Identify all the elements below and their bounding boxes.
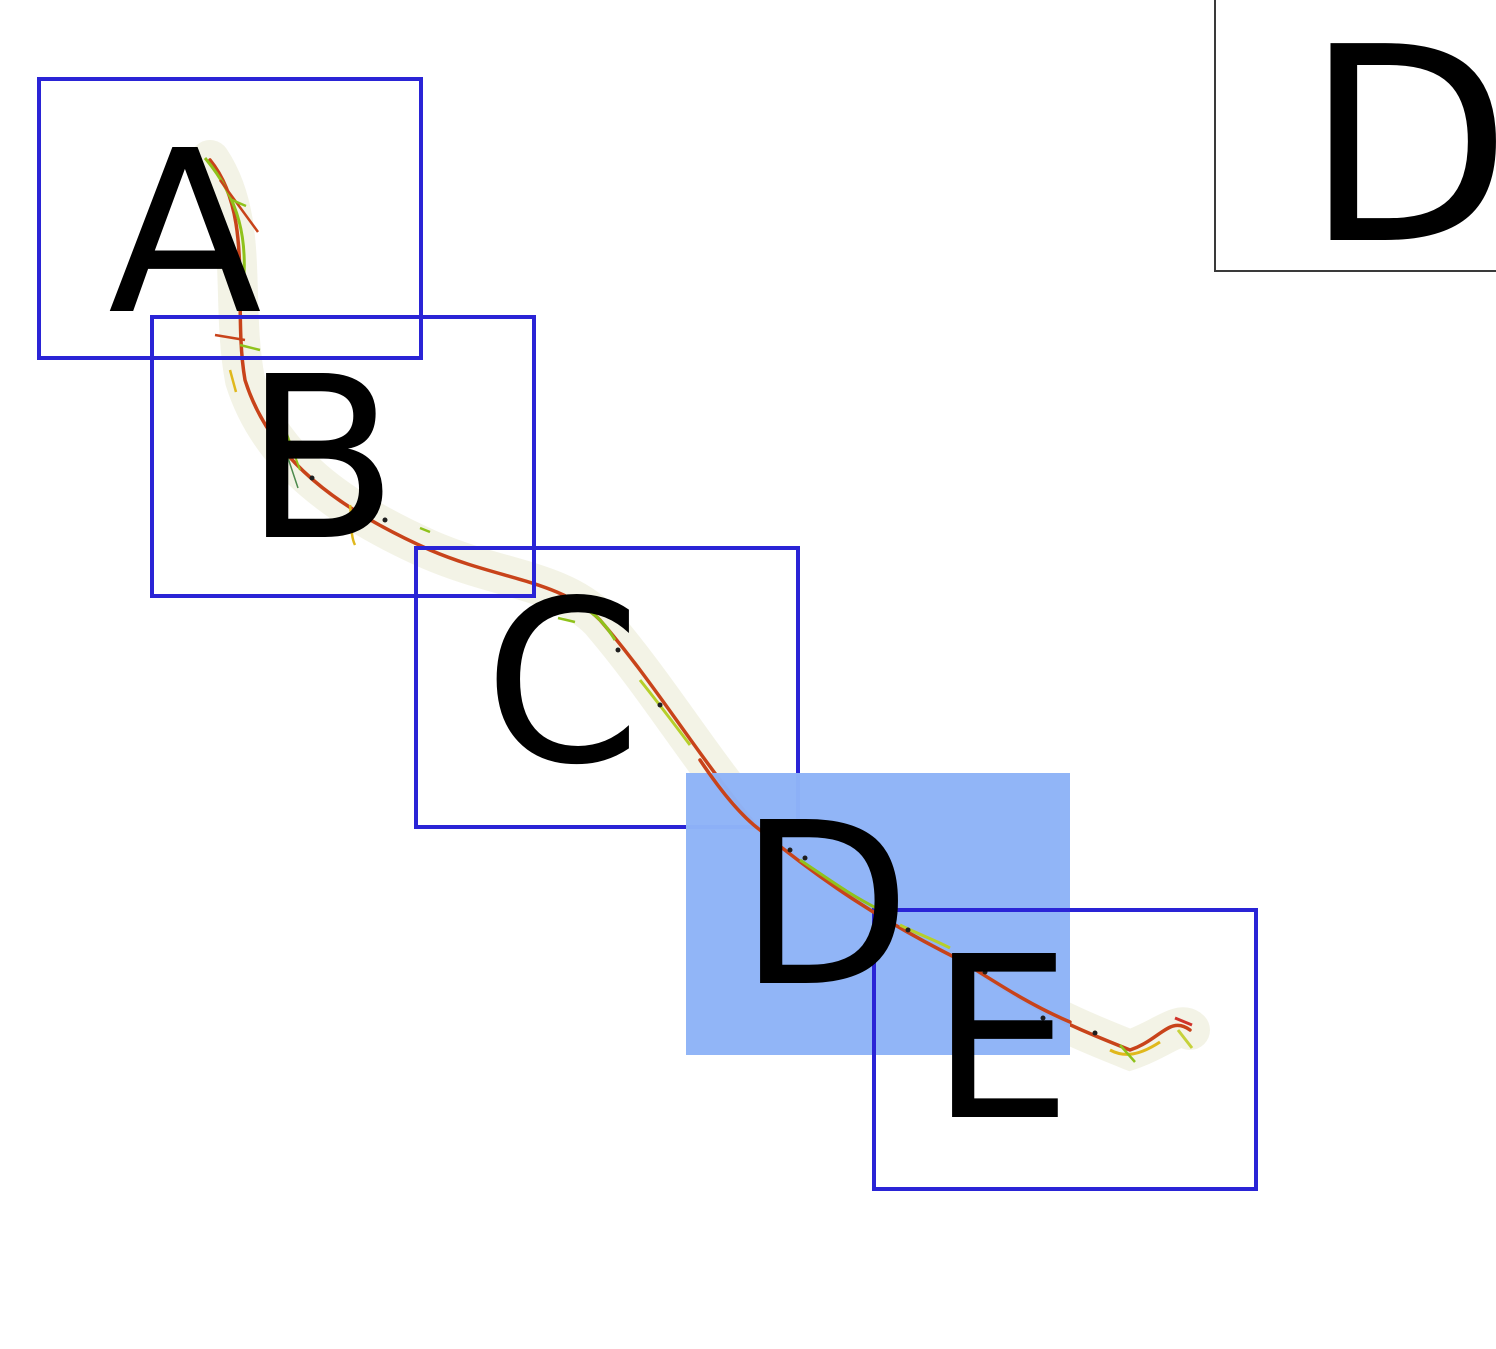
branch-b1 — [271, 409, 299, 489]
branch-a4 — [239, 343, 261, 352]
trace-marker — [657, 702, 663, 708]
inset-panel: D — [1214, 0, 1496, 282]
branch-b4 — [419, 526, 431, 534]
trace-segment-green-c2 — [638, 679, 692, 746]
inset-label: D — [1304, 0, 1496, 304]
branch-a2 — [231, 198, 247, 208]
trace-marker — [905, 927, 911, 933]
trace-segment-yellow-e — [1109, 1040, 1161, 1056]
trace-segment-green-e-overlay — [899, 923, 951, 950]
region-box-b — [150, 315, 536, 598]
branch-e4 — [1176, 1029, 1194, 1049]
trace-segment-green-c — [559, 598, 617, 641]
branch-e3 — [1174, 1016, 1193, 1027]
trace-segment-green-a — [203, 157, 246, 291]
trace-marker — [1040, 1015, 1046, 1021]
trace-main-overlay — [698, 758, 1072, 1024]
branch-b2 — [281, 419, 301, 471]
region-label-b: B — [244, 329, 399, 591]
branch-a1 — [218, 179, 260, 233]
branch-a5 — [228, 369, 238, 393]
branch-a3 — [214, 333, 246, 342]
region-label-e: E — [930, 909, 1073, 1171]
region-box-a — [37, 77, 423, 360]
trace-marker — [1092, 1030, 1098, 1036]
trace-marker — [802, 855, 808, 861]
trace-marker — [615, 647, 621, 653]
trace-marker — [787, 847, 793, 853]
trace-marker — [309, 475, 315, 481]
region-box-c — [414, 546, 800, 829]
branch-b3 — [348, 504, 357, 546]
region-label-a: A — [108, 103, 262, 365]
region-box-e — [872, 908, 1258, 1191]
trace-marker — [982, 969, 988, 975]
branch-e2 — [1119, 1044, 1136, 1063]
region-label-d: D — [738, 775, 912, 1037]
branch-c1 — [557, 616, 576, 624]
region-label-c: C — [484, 553, 642, 815]
trace-segment-green-d-overlay — [799, 858, 881, 912]
trace-marker — [382, 517, 388, 523]
